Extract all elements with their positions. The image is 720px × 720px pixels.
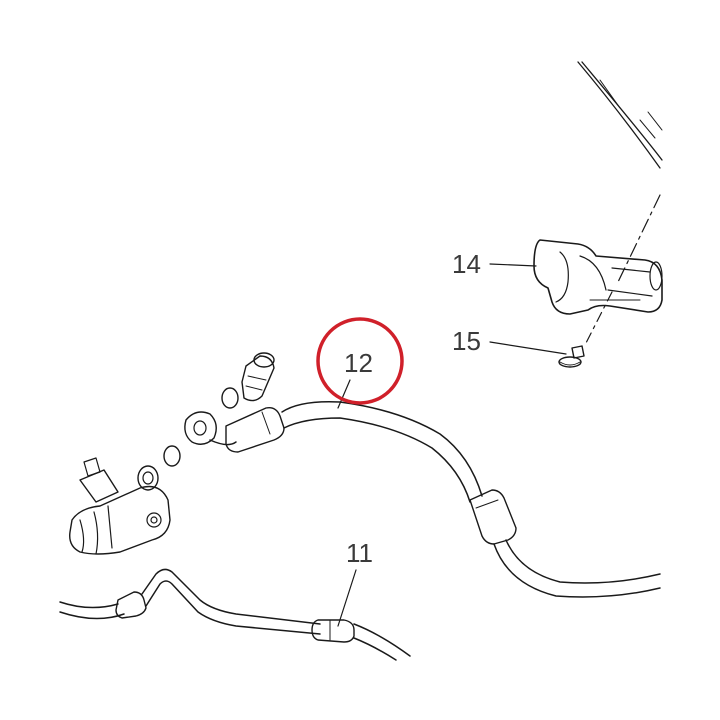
part-15-screw: [558, 345, 585, 368]
callout-14: 14: [452, 249, 481, 279]
washers-and-banjo: [163, 352, 275, 467]
highlight-circle-12: [316, 317, 404, 405]
dashed-centre-line-lower: [584, 291, 613, 346]
dashed-centre-line-upper: [617, 194, 661, 283]
part-14-bracket: [533, 239, 663, 315]
callout-11: 11: [346, 538, 373, 568]
part-12-hose: [209, 400, 661, 598]
master-cylinder: [69, 457, 171, 555]
leader-lines: [337, 263, 567, 627]
callout-15: 15: [452, 326, 481, 356]
part-11-brake-line: [59, 568, 411, 661]
callout-12: 12: [344, 348, 373, 378]
frame-lines: [577, 61, 663, 169]
